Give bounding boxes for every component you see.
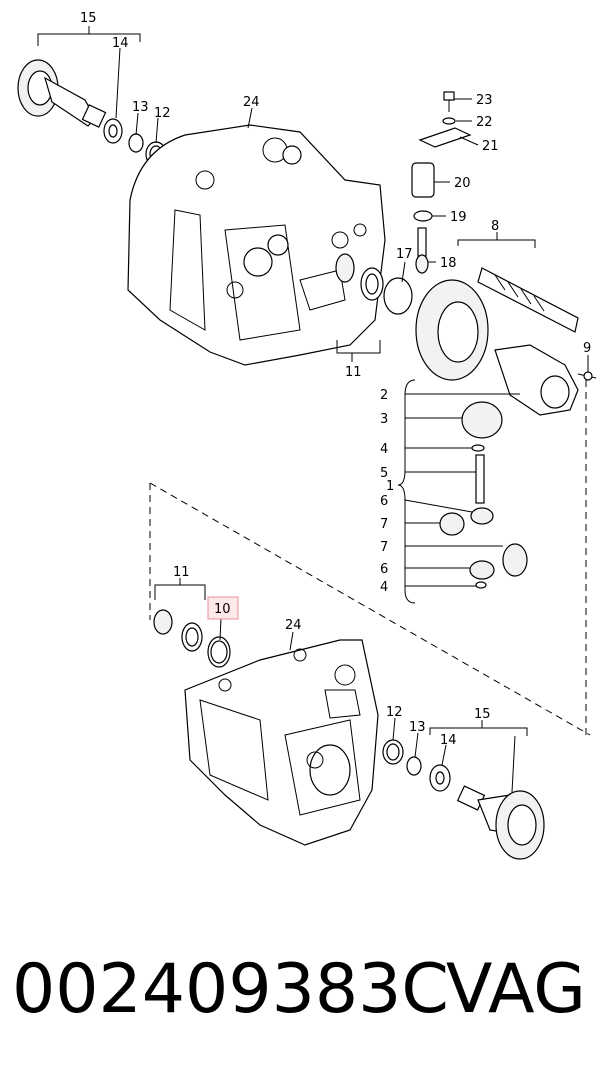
gearbox-housing-top xyxy=(127,124,386,366)
callout-19: 19 xyxy=(450,210,467,225)
callout-2: 2 xyxy=(380,388,388,403)
brand-name: VAG xyxy=(445,950,586,1029)
callout-10: 10 xyxy=(214,602,231,617)
speed-sender-parts xyxy=(411,91,472,274)
callout-24-lower: 24 xyxy=(285,618,302,633)
callout-11-lower: 11 xyxy=(173,565,190,580)
highlighted-o-ring-10 xyxy=(207,636,231,668)
dashed-assembly-frame xyxy=(149,380,591,736)
callout-13-lower: 13 xyxy=(409,720,426,735)
callout-12-lower: 12 xyxy=(386,705,403,720)
callout-22: 22 xyxy=(476,115,493,130)
bearing-lower xyxy=(153,609,203,652)
callout-18: 18 xyxy=(440,256,457,271)
highlight-box-10 xyxy=(207,596,239,620)
callout-15-top: 15 xyxy=(80,11,97,26)
callout-5: 5 xyxy=(380,466,388,481)
callout-6-lower: 6 xyxy=(380,562,388,577)
washers-lower xyxy=(382,739,451,792)
callout-8: 8 xyxy=(491,219,499,234)
lower-callouts: 11 10 24 12 13 14 15 xyxy=(154,565,528,793)
callout-12-top: 12 xyxy=(154,106,171,121)
callout-15-lower: 15 xyxy=(474,707,491,722)
drive-flange-lower xyxy=(456,785,545,860)
final-drive-gear xyxy=(383,277,489,381)
callout-7-lower: 7 xyxy=(380,540,388,555)
callout-6-upper: 6 xyxy=(380,494,388,509)
callout-4-lower: 4 xyxy=(380,580,388,595)
footer: 002409383C VAG xyxy=(0,935,600,1045)
callout-14-lower: 14 xyxy=(440,733,457,748)
callout-11-top: 11 xyxy=(345,365,362,380)
part-number: 002409383C xyxy=(12,950,449,1029)
exploded-parts-diagram: 15 14 13 12 24 23 22 21 20 19 17 18 8 11… xyxy=(17,11,597,860)
callout-4-upper: 4 xyxy=(380,442,388,457)
differential-housing xyxy=(494,344,597,416)
callout-14-top: 14 xyxy=(112,36,129,51)
callout-9: 9 xyxy=(583,341,591,356)
differential-internals xyxy=(439,401,528,589)
callout-21: 21 xyxy=(482,139,499,154)
pinion-shaft xyxy=(477,267,579,333)
callout-3: 3 xyxy=(380,412,388,427)
callout-24-top: 24 xyxy=(243,95,260,110)
callout-7-upper: 7 xyxy=(380,517,388,532)
drive-flange-top xyxy=(17,59,107,128)
callout-13-top: 13 xyxy=(132,100,149,115)
callout-20: 20 xyxy=(454,176,471,191)
upper-callouts: 15 14 13 12 24 23 22 21 20 19 17 18 8 11… xyxy=(37,11,591,604)
bearing-top xyxy=(335,253,384,301)
callout-23: 23 xyxy=(476,93,493,108)
gearbox-housing-lower xyxy=(184,639,379,846)
callout-17: 17 xyxy=(396,247,413,262)
callout-1: 1 xyxy=(386,479,394,494)
